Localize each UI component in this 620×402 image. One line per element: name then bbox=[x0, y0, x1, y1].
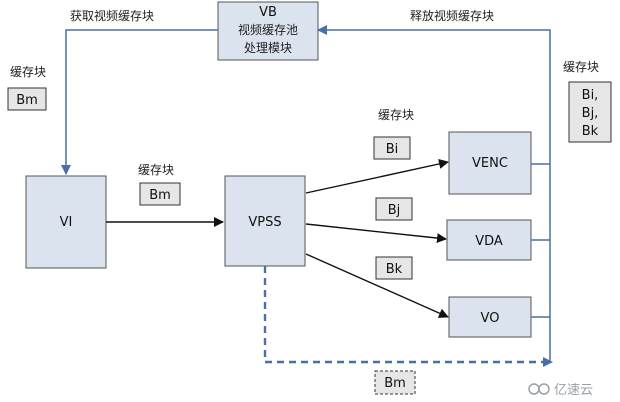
vda-label: VDA bbox=[475, 234, 503, 249]
vb-module-box bbox=[217, 1, 319, 61]
release-buffer-label: 释放视频缓存块 bbox=[410, 8, 494, 23]
vpss-dashed-return-line bbox=[263, 266, 547, 364]
vb-title: VB bbox=[259, 5, 277, 20]
bk-tag bbox=[375, 256, 413, 280]
get-buffer-arrow bbox=[61, 29, 218, 175]
bm-tag-left-text: Bm bbox=[16, 93, 38, 108]
buffer-label-upper: 缓存块 bbox=[378, 108, 414, 122]
dashed-return-arrowhead bbox=[543, 357, 553, 367]
bi-bj-bk-tag bbox=[568, 81, 612, 143]
watermark-text: 亿速云 bbox=[554, 383, 593, 398]
vb-line1: 视频缓存池 bbox=[238, 22, 298, 37]
multi-tag-line3: Bk bbox=[582, 124, 599, 139]
vb-line2: 处理模块 bbox=[244, 41, 292, 55]
venc-module-box bbox=[448, 131, 532, 195]
bk-tag-text: Bk bbox=[386, 262, 403, 277]
multi-tag-line2: Bj, bbox=[582, 106, 599, 121]
bm-tag-mid bbox=[139, 182, 181, 206]
vpss-to-vo-arrow bbox=[305, 253, 449, 318]
get-buffer-label: 获取视频缓存块 bbox=[70, 8, 154, 23]
buffer-label-left: 缓存块 bbox=[10, 65, 46, 79]
vpss-to-venc-arrow bbox=[305, 159, 449, 194]
vpss-module-box bbox=[224, 175, 306, 267]
bm-tag-bottom-text: Bm bbox=[384, 376, 406, 391]
vi-label: VI bbox=[60, 215, 73, 230]
venc-label: VENC bbox=[472, 156, 508, 171]
bm-tag-mid-text: Bm bbox=[149, 188, 171, 203]
bi-tag-text: Bi bbox=[386, 142, 399, 157]
multi-tag-line1: Bi, bbox=[582, 88, 599, 103]
buffer-label-right: 缓存块 bbox=[563, 60, 599, 74]
vpss-label: VPSS bbox=[248, 215, 281, 230]
vo-module-box bbox=[448, 296, 532, 338]
vpss-to-vda-arrow bbox=[305, 223, 447, 244]
bj-tag-text: Bj bbox=[388, 203, 401, 218]
bi-tag bbox=[373, 136, 411, 160]
buffer-label-mid: 缓存块 bbox=[138, 163, 174, 177]
bm-tag-left bbox=[7, 87, 47, 111]
bj-tag bbox=[375, 197, 413, 221]
bm-tag-bottom bbox=[374, 370, 416, 395]
vi-module-box bbox=[25, 175, 107, 269]
release-buffer-arrow bbox=[317, 25, 551, 164]
vo-label: VO bbox=[481, 311, 500, 326]
watermark-logo-icon bbox=[528, 383, 550, 395]
